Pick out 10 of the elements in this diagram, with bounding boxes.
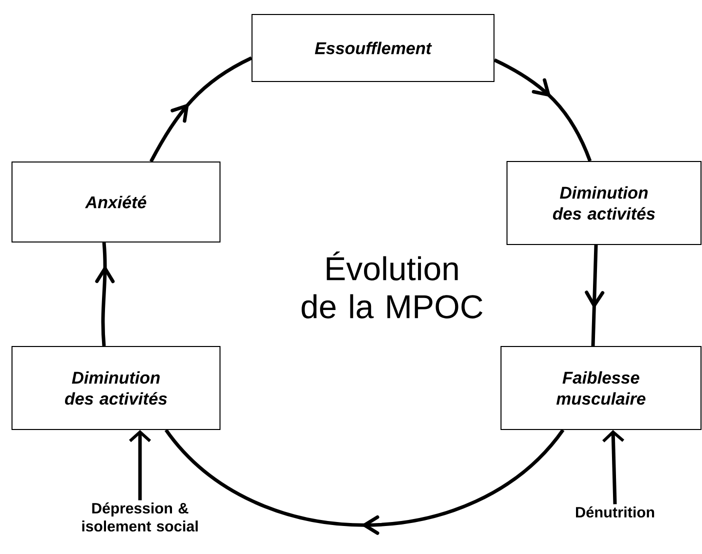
arrow bbox=[129, 430, 151, 500]
process-box: Diminution des activités bbox=[12, 346, 220, 430]
arrow bbox=[602, 430, 624, 504]
cause-label: Dénutrition bbox=[576, 506, 654, 518]
process-box: Essoufflement bbox=[252, 14, 494, 82]
process-box: Anxiété bbox=[12, 162, 220, 242]
cause-label: Dépression & isolement social bbox=[82, 502, 198, 532]
heading: Évolution de la MPOC bbox=[302, 252, 482, 318]
process-box: Diminution des activités bbox=[506, 161, 702, 245]
process-box: Faiblesse musculaire bbox=[500, 346, 702, 430]
